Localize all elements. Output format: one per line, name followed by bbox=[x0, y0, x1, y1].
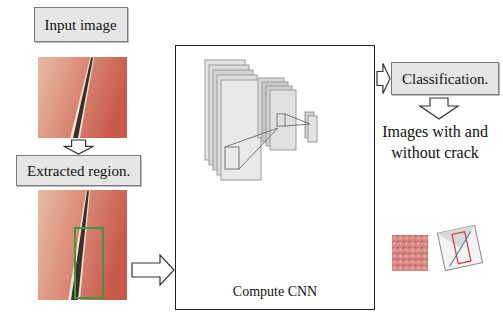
box-text: Classification. bbox=[402, 70, 488, 88]
hollow-arrow bbox=[420, 98, 458, 119]
crack-photo bbox=[38, 57, 127, 138]
cnn-layers bbox=[205, 60, 317, 180]
cnn-box: Compute CNN bbox=[175, 45, 375, 310]
hollow-arrow bbox=[377, 64, 390, 94]
hollow-arrow bbox=[64, 140, 94, 154]
classification-box: Classification. bbox=[391, 62, 499, 95]
hollow-arrow bbox=[132, 255, 174, 285]
box-text: Input image bbox=[45, 16, 117, 34]
result-thumbnails bbox=[392, 225, 483, 271]
box-text: Extracted region. bbox=[27, 162, 130, 180]
region-box: Extracted region. bbox=[16, 155, 141, 186]
crack-photo-region bbox=[38, 190, 127, 300]
result-label: Images with and without crack bbox=[370, 121, 500, 163]
input-box: Input image bbox=[34, 7, 128, 42]
box-text: Compute CNN bbox=[176, 283, 374, 301]
